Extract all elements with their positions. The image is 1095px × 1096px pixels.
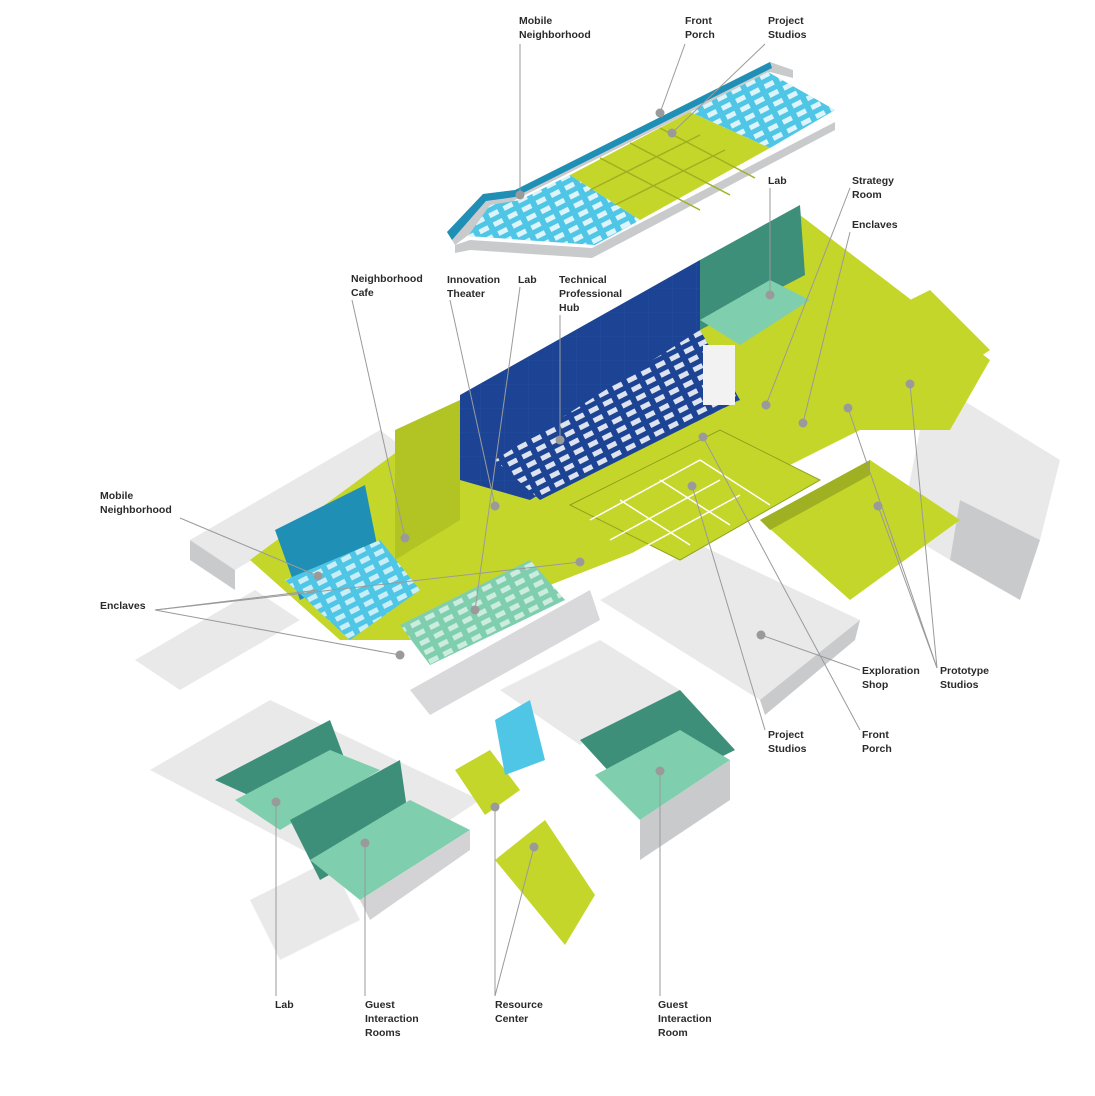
leader-front-porch-top <box>659 43 686 114</box>
leader-exploration-shop <box>760 634 861 671</box>
marker-dot <box>490 501 500 511</box>
left-low-grey <box>250 860 360 960</box>
lab-lower-floor <box>235 750 380 830</box>
leader-resource-center-2 <box>494 846 535 997</box>
label-lab-center: Lab <box>518 274 537 286</box>
main-floor-zones <box>250 205 990 665</box>
leader-mobile-neighborhood-left <box>179 517 319 577</box>
marker-dots <box>271 108 915 852</box>
marker-dot <box>470 605 480 615</box>
marker-dot <box>798 418 808 428</box>
marker-dot <box>313 571 323 581</box>
label-front-porch-top: Front Porch <box>685 15 715 41</box>
marker-dot <box>395 650 405 660</box>
label-front-porch-bottom: Front Porch <box>862 729 892 755</box>
resource-center-bottom <box>495 820 595 945</box>
leader-lab-center <box>474 286 521 611</box>
marker-dot <box>873 501 883 511</box>
marker-dot <box>655 766 665 776</box>
leader-prototype-studios-1 <box>847 407 938 669</box>
marker-dot <box>698 432 708 442</box>
leader-enclaves-right <box>802 231 851 424</box>
leader-project-studios-top <box>671 43 766 134</box>
left-corridor <box>190 430 420 570</box>
front-porch-top-zone <box>570 112 770 220</box>
grey-service-core <box>500 640 680 745</box>
leader-front-porch-bottom <box>702 436 861 731</box>
label-neighborhood-cafe: Neighborhood Cafe <box>351 273 423 299</box>
marker-dot <box>761 400 771 410</box>
leader-enclaves-left-3 <box>154 609 401 656</box>
label-guest-interaction-rooms: Guest Interaction Rooms <box>365 999 419 1039</box>
label-enclaves-right: Enclaves <box>852 219 898 231</box>
label-project-studios-top: Project Studios <box>768 15 807 41</box>
marker-dot <box>905 379 915 389</box>
marker-dot <box>655 108 665 118</box>
marker-dot <box>756 630 766 640</box>
marker-dot <box>765 290 775 300</box>
marker-dot <box>843 403 853 413</box>
label-technical-professional-hub: Technical Professional Hub <box>559 274 623 314</box>
leader-enclaves-left-1 <box>154 561 581 611</box>
left-lower-corridor <box>135 590 300 690</box>
label-project-studios-bottom: Project Studios <box>768 729 807 755</box>
prototype-studios-right <box>830 290 990 410</box>
label-innovation-theater: Innovation Theater <box>447 274 501 300</box>
guest-interaction-room-floor <box>595 730 730 820</box>
label-mobile-neighborhood-left: Mobile Neighborhood <box>100 490 172 516</box>
grey-lower-walkway <box>410 590 600 715</box>
marker-dot <box>490 802 500 812</box>
label-prototype-studios: Prototype Studios <box>940 665 990 691</box>
label-lab-bottom: Lab <box>275 999 294 1011</box>
leader-innovation-theater <box>449 299 496 507</box>
upper-floor-blue-wall <box>447 62 772 240</box>
leader-project-studios-bottom <box>691 485 766 731</box>
marker-dot <box>529 842 539 852</box>
label-enclaves-left: Enclaves <box>100 600 146 612</box>
label-lab-upper: Lab <box>768 175 787 187</box>
label-strategy-room: Strategy Room <box>852 175 895 201</box>
guest-interaction-rooms-wall <box>290 760 410 880</box>
leader-strategy-room <box>765 187 851 406</box>
leader-neighborhood-cafe <box>351 299 406 539</box>
marker-dot <box>667 128 677 138</box>
marker-dot <box>400 533 410 543</box>
upper-floor <box>447 62 835 258</box>
lab-lower-wall <box>215 720 345 805</box>
leader-prototype-studios-2 <box>909 383 938 669</box>
marker-dot <box>575 557 585 567</box>
leader-enclaves-left-2 <box>154 589 319 611</box>
marker-dot <box>360 838 370 848</box>
guest-interaction-rooms-floor <box>310 800 470 900</box>
marker-dot <box>271 797 281 807</box>
upper-lab-floor <box>700 280 810 345</box>
strategy-room-tower <box>703 345 735 405</box>
leader-prototype-studios-3 <box>877 505 938 669</box>
label-mobile-neighborhood-top: Mobile Neighborhood <box>519 15 591 41</box>
upper-floor-slab-edge <box>455 122 835 258</box>
marker-dot <box>687 481 697 491</box>
blue-room-lower <box>495 700 545 775</box>
grey-center-block <box>600 545 860 700</box>
lower-elements <box>215 690 735 945</box>
marker-dot <box>555 435 565 445</box>
label-exploration-shop: Exploration Shop <box>862 665 920 691</box>
leader-lines <box>154 43 938 997</box>
marker-dot <box>515 190 525 200</box>
resource-center-top <box>455 750 520 815</box>
label-guest-interaction-room: Guest Interaction Room <box>658 999 712 1039</box>
lime-back-wall-left <box>395 400 460 560</box>
upper-lab-wall <box>700 205 805 330</box>
label-resource-center: Resource Center <box>495 999 543 1025</box>
